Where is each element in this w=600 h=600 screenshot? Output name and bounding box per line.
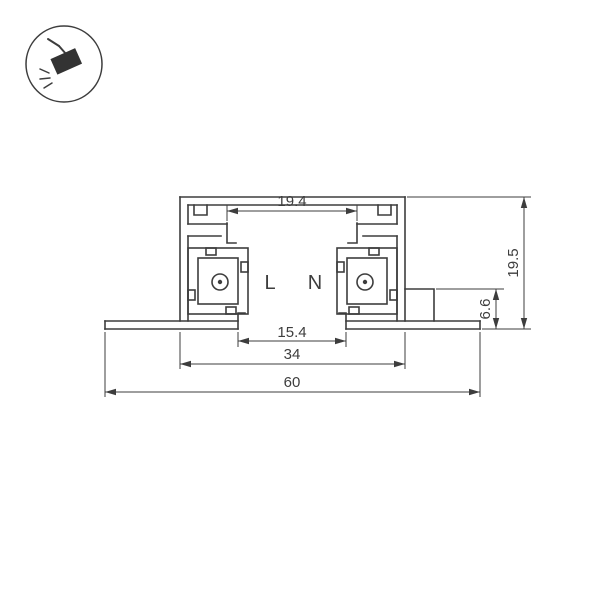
- housing-notch: [240, 261, 249, 273]
- icon-light-ray: [43, 82, 53, 89]
- housing-notch: [368, 247, 380, 256]
- icon-stem: [58, 45, 67, 55]
- housing-notch: [389, 289, 398, 301]
- housing-outer: [187, 247, 249, 315]
- terminal-screw-center-dot: [362, 279, 368, 285]
- dim-inner-slot-width-label: 19.4: [277, 193, 306, 210]
- dim-overall-width-label: 60: [284, 374, 301, 391]
- profile-hook-right: [347, 222, 358, 244]
- dim-overall-height-label: 19.5: [505, 248, 522, 277]
- housing-inner: [346, 257, 388, 305]
- dim-bottom-opening-label: 15.4: [277, 324, 306, 341]
- neutral-conductor-label: N: [308, 272, 322, 294]
- drawing-labels: 19.4 15.4 34 60 19.5 6.6 L N: [264, 193, 522, 391]
- housing-notch: [205, 247, 217, 256]
- icon-lamp-head: [50, 48, 83, 75]
- icon-track-mount: [47, 38, 60, 47]
- housing-inner: [197, 257, 239, 305]
- housing-outer: [336, 247, 398, 315]
- track-light-icon: [25, 25, 103, 103]
- profile-cross-section: [104, 196, 481, 330]
- dim-recess-depth-label: 6.6: [477, 299, 494, 320]
- housing-notch: [348, 306, 360, 315]
- icon-light-ray: [39, 77, 51, 80]
- profile-corner-notch-right: [377, 204, 392, 216]
- terminal-screw-icon: [356, 273, 374, 291]
- icon-light-ray: [39, 68, 50, 74]
- profile-right-step: [404, 288, 435, 322]
- conductor-housing-right: [336, 247, 398, 315]
- dimension-lines: [104, 196, 531, 397]
- live-conductor-label: L: [264, 272, 275, 294]
- profile-hook-left: [226, 222, 237, 244]
- profile-opening-lip-left: [237, 312, 246, 330]
- conductor-housing-left: [187, 247, 249, 315]
- terminal-screw-center-dot: [217, 279, 223, 285]
- housing-notch: [225, 306, 237, 315]
- housing-notch: [336, 261, 345, 273]
- extension-line: [104, 332, 481, 397]
- housing-notch: [187, 289, 196, 301]
- profile-opening-lip-right: [338, 312, 347, 330]
- dim-body-width-label: 34: [284, 346, 301, 363]
- extension-line: [407, 196, 531, 330]
- terminal-screw-icon: [211, 273, 229, 291]
- profile-corner-notch-left: [193, 204, 208, 216]
